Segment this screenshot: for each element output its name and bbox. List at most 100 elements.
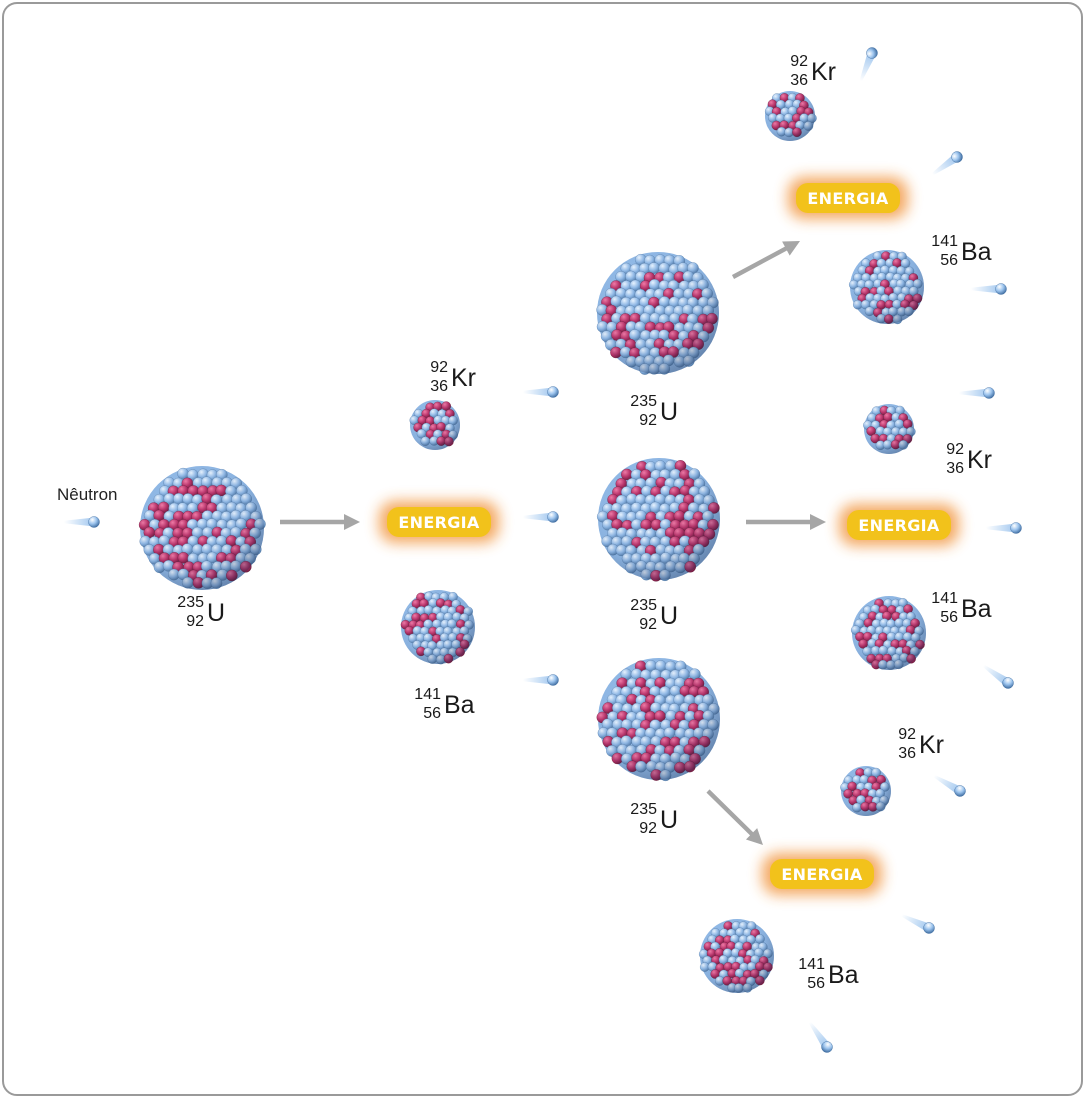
- free-neutron-middle-b: [986, 522, 1022, 534]
- arrow-shape: [280, 514, 360, 530]
- krypton-symbol: Kr: [451, 364, 476, 392]
- neutron-caption: Nêutron: [57, 485, 117, 504]
- barium-nucleus-gen1-shading: [401, 590, 475, 664]
- krypton-nucleus-bottom: [840, 766, 891, 816]
- barium-mass-number: 141: [931, 233, 958, 250]
- energy-core: [847, 510, 951, 540]
- uranium-nucleus-top: [596, 252, 719, 375]
- arrow-bottom: [706, 789, 764, 845]
- free-neutron-gen1-c: [523, 674, 559, 686]
- neutron-trail: [901, 914, 929, 931]
- uranium-atomic-number: 92: [639, 616, 657, 633]
- neutron-ball: [951, 151, 963, 163]
- uranium-symbol: U: [660, 806, 678, 834]
- energy-label: ENERGIA: [398, 513, 479, 532]
- energy-label: ENERGIA: [807, 189, 888, 208]
- barium-symbol: Ba: [961, 238, 992, 266]
- uranium-symbol: U: [660, 398, 678, 426]
- krypton-mass-number: 92: [790, 53, 808, 70]
- arrow-shape: [706, 789, 764, 845]
- arrow-middle: [746, 514, 826, 530]
- free-neutron-top-b: [931, 151, 963, 176]
- neutron-ball: [1010, 522, 1022, 534]
- barium-nucleus-middle-shading: [852, 596, 926, 670]
- krypton-nucleus-top-shading: [765, 91, 815, 141]
- free-neutron-bottom-c: [808, 1021, 833, 1053]
- energy-label: ENERGIA: [858, 516, 939, 535]
- barium-nucleus-gen1: [400, 590, 475, 665]
- krypton-symbol: Kr: [919, 731, 944, 759]
- uranium-atomic-number: 92: [639, 820, 657, 837]
- free-neutron-incoming: [64, 516, 100, 528]
- energy-glow-gen1: ENERGIA: [379, 501, 499, 543]
- uranium-mass-number: 235: [630, 801, 657, 818]
- krypton-nucleus-middle-shading: [864, 404, 914, 454]
- free-neutron-gen1-a: [523, 386, 559, 398]
- neutron-trail: [859, 53, 876, 82]
- barium-symbol: Ba: [961, 595, 992, 623]
- krypton-atomic-number: 36: [946, 460, 964, 477]
- energy-core: [796, 183, 900, 213]
- neutron-ball: [954, 785, 966, 797]
- neutron-ball: [866, 47, 878, 59]
- uranium-mass-number: 235: [630, 393, 657, 410]
- free-neutron-bottom-b: [901, 914, 935, 934]
- neutron-trail: [523, 675, 551, 685]
- uranium-nucleus-middle: [596, 458, 720, 582]
- neutron-trail: [931, 154, 958, 176]
- neutron-trail: [959, 388, 987, 398]
- neutron-trail: [64, 517, 92, 527]
- neutron-ball: [995, 283, 1007, 295]
- neutron-ball: [983, 387, 995, 399]
- arrows-layer: [280, 240, 826, 845]
- neutron-trail: [523, 512, 551, 522]
- neutron-ball: [821, 1041, 833, 1053]
- krypton-nucleus-gen1-shading: [410, 400, 460, 450]
- krypton-nucleus-gen1: [409, 400, 460, 450]
- neutron-ball: [923, 922, 935, 934]
- energy-layer: ENERGIA ENERGIA ENERGIA ENERGIA: [379, 177, 959, 895]
- energy-label: ENERGIA: [781, 865, 862, 884]
- energy-glow-top: ENERGIA: [788, 177, 908, 219]
- krypton-atomic-number: 36: [430, 378, 448, 395]
- krypton-symbol: Kr: [967, 446, 992, 474]
- energy-glow-middle: ENERGIA: [839, 504, 959, 546]
- uranium-nucleus-bottom: [596, 658, 720, 782]
- uranium-nucleus-initial: [138, 466, 266, 590]
- energy-core: [770, 859, 874, 889]
- nuclei-layer: [138, 91, 926, 993]
- krypton-nucleus-top: [764, 91, 817, 141]
- energy-glow-bottom: ENERGIA: [762, 853, 882, 895]
- barium-nucleus-bottom: [698, 919, 774, 993]
- barium-nucleus-bottom-shading: [700, 919, 774, 993]
- free-neutron-middle-a: [959, 387, 995, 399]
- free-neutron-gen1-b: [523, 511, 559, 523]
- neutron-trail: [971, 284, 999, 294]
- neutron-ball: [547, 674, 559, 686]
- uranium-atomic-number: 92: [639, 412, 657, 429]
- free-neutron-top-c: [971, 283, 1007, 295]
- arrow-initial: [280, 514, 360, 530]
- krypton-nucleus-middle: [863, 404, 916, 454]
- krypton-mass-number: 92: [946, 441, 964, 458]
- free-neutron-top-a: [859, 47, 878, 82]
- neutron-trails-layer: [64, 47, 1022, 1053]
- krypton-nucleus-bottom-shading: [841, 766, 891, 816]
- uranium-mass-number: 235: [630, 597, 657, 614]
- barium-mass-number: 141: [414, 686, 441, 703]
- arrow-shape: [731, 240, 800, 279]
- uranium-nucleus-initial-shading: [140, 466, 264, 590]
- free-neutron-middle-c: [982, 664, 1014, 689]
- uranium-symbol: U: [660, 602, 678, 630]
- energy-core: [387, 507, 491, 537]
- barium-symbol: Ba: [444, 691, 475, 719]
